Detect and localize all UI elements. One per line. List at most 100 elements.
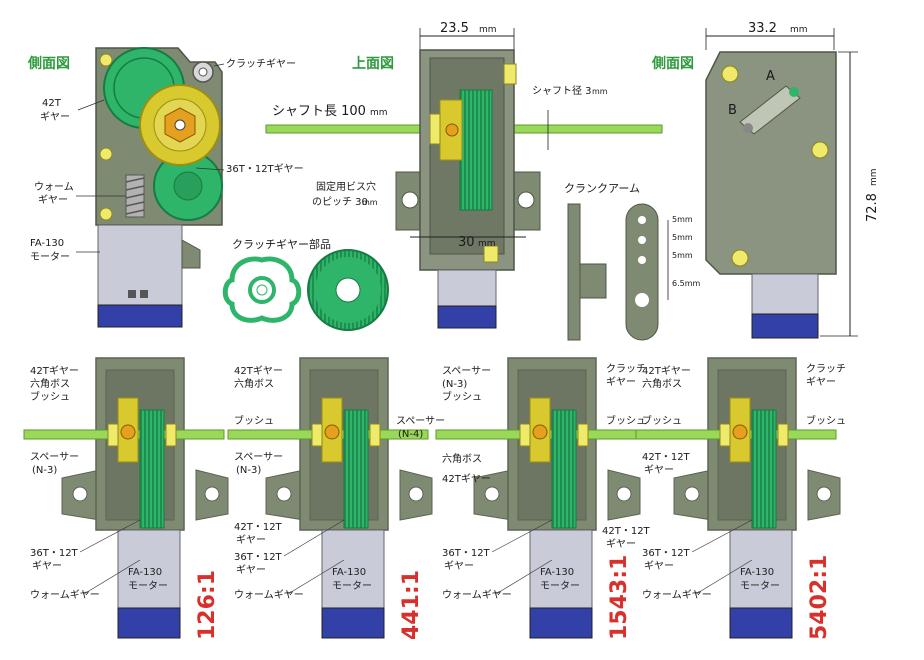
side-view: 側面図 クラッチギヤー 42T ギヤー 36T・12Tギヤー (27, 47, 304, 328)
side-motor-tab (181, 239, 201, 269)
label-worm: ウォームギヤー (234, 589, 304, 601)
hex-boss (732, 424, 748, 440)
label-36t-12t-2: ギヤー (644, 560, 674, 572)
flange-hole (616, 486, 632, 502)
flange-hole (684, 486, 700, 502)
side-view-title: 側面図 (27, 55, 70, 72)
label-bush: ブッシュ (642, 414, 682, 427)
label-36t-12t-2: ギヤー (444, 560, 474, 572)
label-spacer-1: スペーサー (234, 451, 283, 463)
crank-dim-1: 5mm (672, 215, 693, 224)
label-36t-12t-1: 36T・12T (234, 552, 283, 563)
hex-boss (120, 424, 136, 440)
gear-36t-12t-label: 36T・12Tギヤー (226, 163, 304, 175)
label-left-2: ブッシュ (30, 390, 70, 403)
leader (491, 519, 553, 553)
leader (691, 519, 753, 553)
bushing (165, 423, 177, 447)
label-42-12-1: 42T・12T (602, 526, 651, 537)
base-width-unit: mm (478, 239, 496, 249)
label-42-12-2: ギヤー (644, 464, 674, 476)
motor-body (321, 529, 385, 609)
label-spacer-1: スペーサー (30, 451, 79, 463)
leader (83, 559, 141, 595)
label-bush2: ブッシュ (806, 414, 846, 427)
label-left-1: 六角ボス (234, 378, 274, 390)
gear-ratio: 126:1 (195, 570, 220, 640)
label-bush2: ブッシュ (606, 414, 646, 427)
gear-ratio: 5402:1 (807, 555, 832, 640)
shaft-diameter-unit: mm (592, 87, 608, 96)
motor-text-2: モーター (740, 580, 780, 592)
top-view-title: 上面図 (352, 56, 394, 72)
clutch-gear-label: クラッチギヤー (226, 58, 296, 70)
leader (283, 519, 345, 557)
flange-hole (204, 486, 220, 502)
right-motor (751, 273, 819, 315)
gear-stack (551, 409, 577, 529)
worm-gear-label-2: ギヤー (38, 194, 68, 206)
label-left-0: 42Tギヤー (642, 365, 691, 377)
motor-body (729, 529, 793, 609)
gear-ratio: 1543:1 (607, 555, 632, 640)
flange-hole (816, 486, 832, 502)
bushing (369, 423, 381, 447)
top-gear-stack (459, 89, 493, 211)
motor-body (529, 529, 593, 609)
label-42-12-1: 42T・12T (234, 522, 283, 533)
label-spacer-n4-2: (N-4) (398, 429, 423, 440)
gear-stack (139, 409, 165, 529)
leader (495, 559, 553, 595)
label-worm: ウォームギヤー (30, 589, 100, 601)
right-height-unit: mm (869, 168, 879, 186)
right-width-unit: mm (790, 25, 808, 35)
crank-arm-side (567, 203, 581, 341)
label-36t-12t-2: ギヤー (32, 560, 62, 572)
label-36t-12t-1: 36T・12T (30, 548, 79, 559)
crank-dim-3: 5mm (672, 251, 693, 260)
screw-pitch-label-2: のピッチ 30 (312, 196, 368, 208)
width-dim: 23.5 (440, 21, 469, 36)
label-36t-12t-2: ギヤー (236, 564, 266, 576)
crank-dim-4: 6.5mm (672, 279, 701, 288)
motor-label-2: モーター (30, 251, 70, 263)
right-housing (705, 51, 837, 275)
motor-text-1: FA-130 (740, 567, 774, 578)
label-left-1: (N-3) (442, 379, 467, 390)
gear-42t-label-2: ギヤー (40, 111, 70, 123)
label-spacer-n4-1: スペーサー (396, 415, 445, 427)
label-clutch-2: ギヤー (806, 376, 836, 388)
screw-pitch-unit: mm (362, 198, 378, 207)
motor-text-2: モーター (332, 580, 372, 592)
top-motor (437, 269, 497, 307)
screw-pitch-label-1: 固定用ビス穴 (316, 180, 376, 193)
bushing (577, 423, 589, 447)
flange-hole (72, 486, 88, 502)
label-clutch-2: ギヤー (606, 376, 636, 388)
motor-text-1: FA-130 (128, 567, 162, 578)
label-left-2: ブッシュ (442, 390, 482, 403)
leader (79, 519, 141, 553)
motor-label-1: FA-130 (30, 238, 64, 249)
label-gear42: 42Tギヤー (442, 473, 491, 485)
label-hexboss: 六角ボス (442, 453, 482, 465)
motor-text-2: モーター (540, 580, 580, 592)
bushing (107, 423, 119, 447)
label-36t-12t-1: 36T・12T (642, 548, 691, 559)
crank-arm: クランクアーム 5mm 5mm 5mm 6.5mm (564, 182, 701, 341)
shaft-length-unit: mm (370, 108, 388, 118)
label-left-0: 42Tギヤー (234, 365, 283, 377)
clutch-spring-part (222, 256, 302, 323)
shaft-diameter-label: シャフト径 3 (532, 84, 592, 97)
gear-stack (343, 409, 369, 529)
label-spacer-2: (N-3) (236, 465, 261, 476)
worm-gear-label-1: ウォーム (34, 181, 74, 193)
right-width-dim: 33.2 (748, 21, 777, 36)
crank-arm-front (625, 203, 659, 341)
leader (287, 559, 345, 595)
